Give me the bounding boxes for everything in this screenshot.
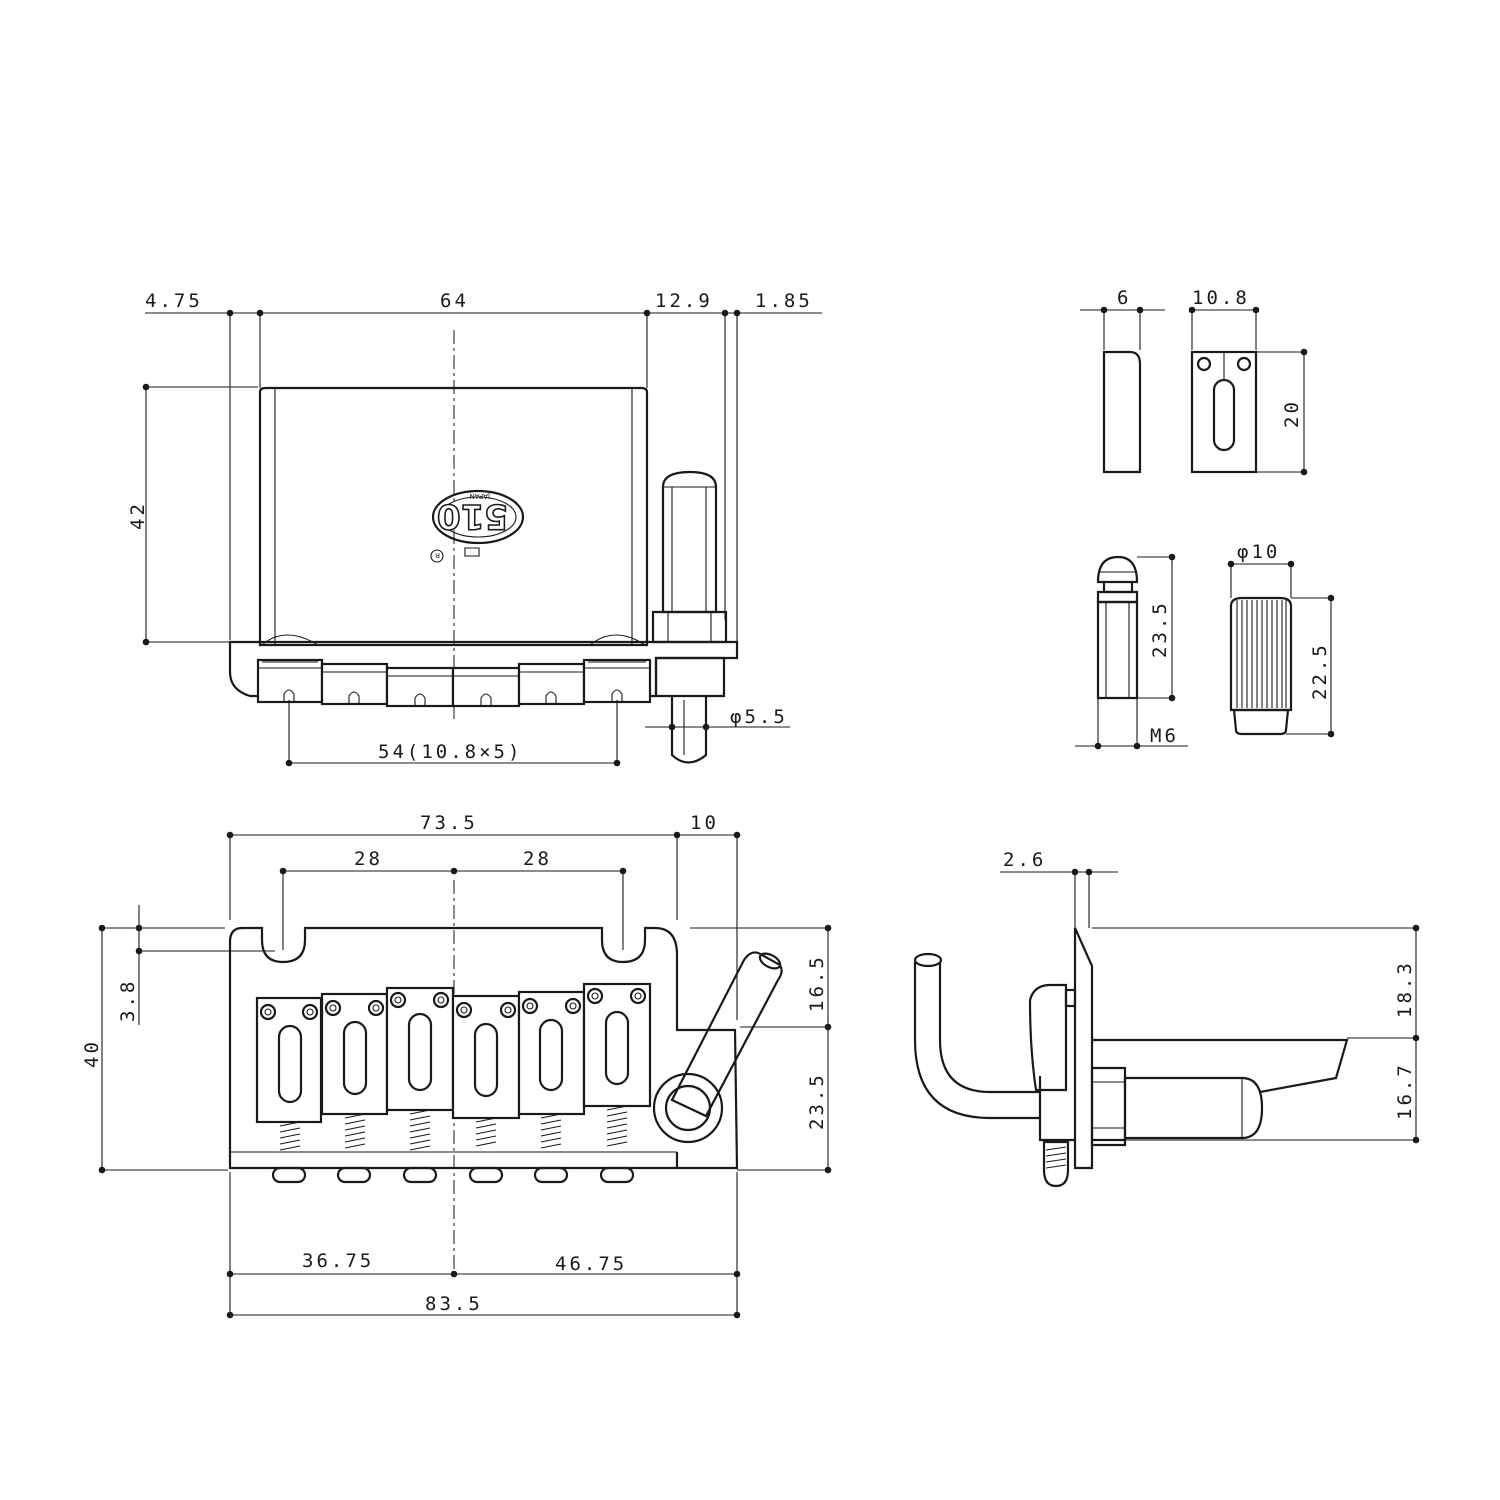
dim-saddle-height: 20 bbox=[1281, 399, 1303, 428]
dim-screw-spacing-right: 28 bbox=[523, 848, 552, 870]
dim-block-height: 42 bbox=[127, 501, 149, 530]
dim-bushing-height: 22.5 bbox=[1309, 642, 1331, 700]
dim-upper-height: 18.3 bbox=[1394, 960, 1416, 1018]
dim-saddle-front-width: 10.8 bbox=[1192, 287, 1250, 309]
dim-arm-upper: 16.5 bbox=[806, 954, 828, 1012]
dim-saddle-span: 54(10.8×5) bbox=[378, 741, 522, 763]
dim-post-offset: 12.9 bbox=[655, 290, 713, 312]
logo-country-text: JAPAN bbox=[469, 492, 491, 500]
front-view: 4.75 64 12.9 1.85 42 510 JAPAN R bbox=[127, 290, 822, 767]
dim-post-edge: 1.85 bbox=[755, 290, 813, 312]
dim-thread: M6 bbox=[1150, 725, 1179, 747]
tremolo-arm-top bbox=[652, 951, 783, 1144]
dim-center-left: 36.75 bbox=[302, 1250, 374, 1272]
top-view: 73.5 10 28 28 40 3.8 bbox=[81, 812, 832, 1319]
brand-logo: 510 JAPAN R bbox=[430, 489, 525, 563]
dim-plate-thickness: 2.6 bbox=[1003, 849, 1046, 871]
logo-brand-text: 510 bbox=[437, 496, 508, 536]
dim-center-right: 46.75 bbox=[555, 1253, 627, 1275]
dim-block-width: 64 bbox=[440, 290, 469, 312]
dim-lower-height: 16.7 bbox=[1394, 1062, 1416, 1120]
intonation-springs bbox=[279, 1105, 628, 1151]
bushing-knurl bbox=[1236, 600, 1287, 708]
dim-bushing-diameter: φ10 bbox=[1237, 541, 1280, 563]
dim-saddle-side-width: 6 bbox=[1117, 287, 1131, 309]
saddle-detail: 6 10.8 20 bbox=[1080, 287, 1308, 476]
dim-post-length: 23.5 bbox=[1149, 600, 1171, 658]
dim-plate-width: 73.5 bbox=[420, 812, 478, 834]
intonation-screw-heads bbox=[271, 1166, 635, 1184]
dim-arm-offset: 10 bbox=[690, 812, 719, 834]
dim-screw-spacing-left: 28 bbox=[354, 848, 383, 870]
dim-overall-depth: 40 bbox=[81, 1039, 103, 1068]
logo-registered-mark: R bbox=[435, 551, 440, 559]
saddles-front bbox=[256, 658, 652, 708]
saddles-top bbox=[255, 982, 652, 1124]
dim-notch-depth: 3.8 bbox=[117, 979, 139, 1022]
dim-left-offset: 4.75 bbox=[145, 290, 203, 312]
dim-arm-lower: 23.5 bbox=[806, 1072, 828, 1130]
side-view: 2.6 18.3 16.7 bbox=[913, 849, 1420, 1188]
dim-overall-width: 83.5 bbox=[425, 1293, 483, 1315]
dim-shaft-diameter: φ5.5 bbox=[730, 706, 788, 728]
post-detail: 23.5 M6 φ10 bbox=[1075, 541, 1335, 750]
post-stud-front bbox=[651, 470, 728, 764]
